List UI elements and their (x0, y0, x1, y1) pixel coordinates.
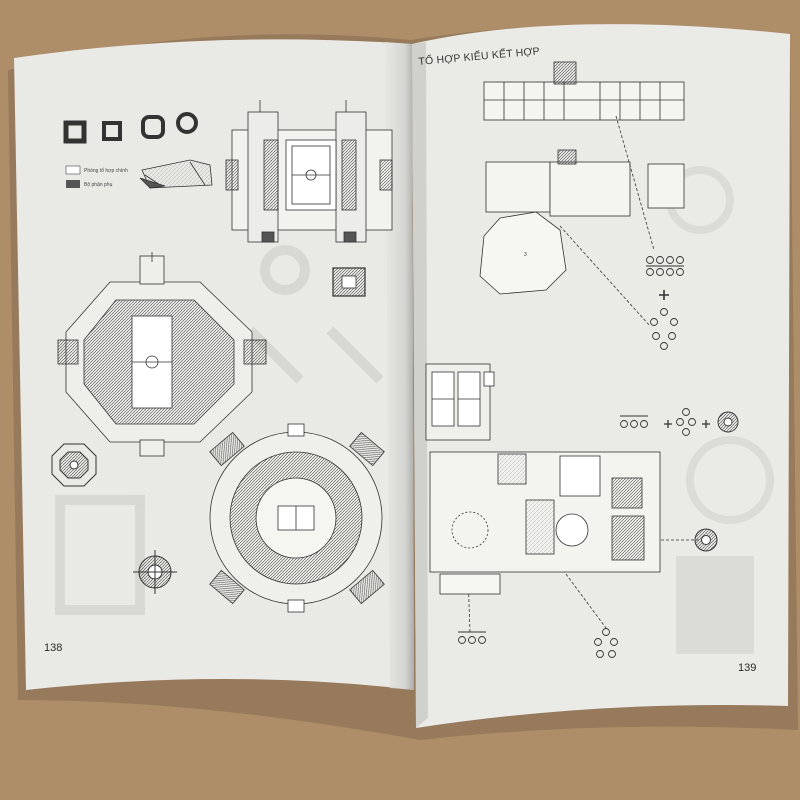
plan-octagonal-arena (57, 252, 267, 457)
section-sketch (139, 159, 213, 189)
show-through-ghosts-right (666, 166, 774, 654)
shape-icons-row (63, 112, 198, 144)
left-page-number: 138 (44, 642, 63, 654)
plan-small-square (332, 267, 366, 297)
plan-round-symbol-right (694, 528, 718, 552)
svg-text:3: 3 (524, 252, 527, 258)
plan-tennis-building (425, 363, 495, 441)
legend-label-main: Phòng tổ hợp chính (84, 168, 128, 174)
legend-label-aux: Bộ phận phụ (84, 182, 113, 188)
bubble-diagram-upper (646, 256, 684, 350)
legend (65, 165, 81, 188)
show-through-ghosts (55, 245, 384, 615)
plan-small-round (133, 550, 177, 594)
right-page-number: 139 (738, 662, 757, 674)
bubble-diagram-lower (458, 628, 618, 658)
plan-small-octagon (51, 443, 97, 487)
legend-aux-swatch (66, 180, 80, 188)
plan-hall-complex: 3 (479, 149, 685, 295)
plan-large-complex (429, 451, 661, 595)
plan-sports-hall-square (225, 100, 393, 243)
bubble-diagram-middle (620, 408, 739, 436)
plan-long-block (483, 61, 685, 121)
legend-main-swatch (65, 165, 81, 175)
plan-circular-arena (209, 423, 385, 613)
connector-lines (467, 115, 700, 633)
